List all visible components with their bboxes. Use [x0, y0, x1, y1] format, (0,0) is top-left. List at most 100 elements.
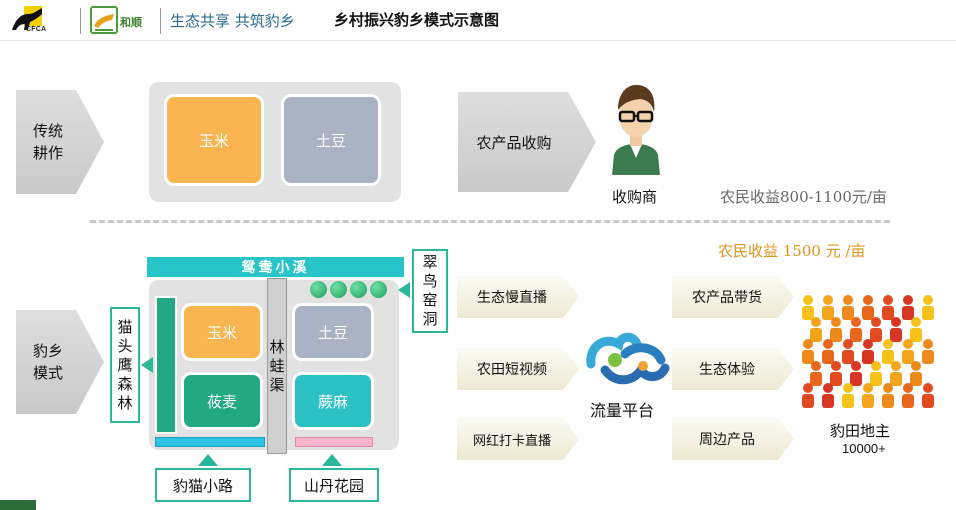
- leopard-logo-icon: [12, 6, 42, 30]
- person-figure: [870, 317, 882, 342]
- crop-tile-potato: 土豆: [281, 94, 381, 186]
- person-figure: [862, 339, 874, 364]
- person-figure: [842, 383, 854, 408]
- person-figure: [802, 383, 814, 408]
- stone-bead: [310, 281, 327, 298]
- cfca-logo-text: CFCA: [26, 26, 47, 33]
- person-figure: [922, 383, 934, 408]
- person-figure: [870, 361, 882, 386]
- person-figure: [882, 295, 894, 320]
- crop-label: 玉米: [198, 131, 229, 150]
- person-figure: [902, 383, 914, 408]
- person-figure: [842, 295, 854, 320]
- crop-label: 莜麦: [206, 392, 237, 411]
- page-title: 乡村振兴豹乡模式示意图: [334, 11, 500, 29]
- stone-bead: [330, 281, 347, 298]
- person-figure: [810, 317, 822, 342]
- person-figure: [810, 361, 822, 386]
- owners-label: 豹田地主: [830, 422, 891, 440]
- owners-count: 10000+: [842, 441, 886, 456]
- traditional-farming-label: 传统 耕作: [32, 122, 63, 162]
- output-arrow-merchandise: 周边产品: [672, 418, 794, 460]
- stream-label: 鸳鸯小溪: [241, 260, 310, 276]
- owl-forest-strip: [155, 296, 177, 434]
- owl-forest-label: 猫 头 鹰 森 林: [110, 307, 140, 423]
- person-figure: [862, 383, 874, 408]
- person-figure: [862, 295, 874, 320]
- garden-pointer-icon: [322, 454, 342, 466]
- platform-label: 流量平台: [590, 401, 655, 420]
- hexun-logo-text: 和顺: [120, 17, 142, 29]
- canal-label: 林 蛙 渠: [269, 337, 285, 394]
- crop-label: 土豆: [317, 323, 348, 342]
- crop-tile-oat: 莜麦: [181, 372, 263, 430]
- person-figure: [850, 361, 862, 386]
- purchase-arrow: 农产品收购: [458, 92, 596, 192]
- footer-accent: [0, 500, 36, 510]
- path-pointer-icon: [198, 454, 218, 466]
- output-arrow-eco-experience: 生态体验: [672, 348, 794, 390]
- stone-bead: [350, 281, 367, 298]
- output-label: 生态体验: [699, 362, 755, 378]
- person-figure: [830, 361, 842, 386]
- cave-pointer-icon: [398, 282, 410, 298]
- crop-label: 土豆: [315, 131, 346, 150]
- leopard-mode-label: 豹乡 模式: [32, 342, 63, 382]
- person-figure: [822, 295, 834, 320]
- header-separator: [80, 8, 81, 34]
- kingfisher-cave-label: 翠 鸟 窑 洞: [412, 249, 448, 333]
- stone-bead: [370, 281, 387, 298]
- lily-garden-label: 山丹花园: [289, 468, 379, 502]
- traditional-farming-arrow: 传统 耕作: [16, 90, 104, 194]
- person-figure: [802, 295, 814, 320]
- person-figure: [822, 339, 834, 364]
- crowd-icon: [798, 290, 940, 410]
- crop-label: 蕨麻: [317, 392, 348, 411]
- channel-arrow-influencer-live: 网红打卡直播: [457, 418, 579, 460]
- purchase-arrow-label: 农产品收购: [476, 133, 552, 152]
- lily-garden-strip: [295, 437, 373, 447]
- frog-canal: 林 蛙 渠: [267, 278, 287, 454]
- hexun-logo-icon: [90, 6, 118, 34]
- section-divider: [90, 220, 890, 223]
- crop-tile-corn: 玉米: [164, 94, 264, 186]
- leopard-mode-arrow: 豹乡 模式: [16, 310, 104, 414]
- leopard-income: 农民收益 1500 元 /亩: [718, 242, 866, 260]
- hexun-logo: 和顺: [90, 6, 154, 36]
- forest-pointer-icon: [141, 357, 153, 373]
- person-figure: [910, 317, 922, 342]
- traditional-income: 农民收益800-1100元/亩: [720, 188, 887, 206]
- output-label: 农产品带货: [692, 290, 762, 306]
- output-arrow-sales: 农产品带货: [672, 276, 794, 318]
- header-separator: [160, 8, 161, 34]
- channel-label: 网红打卡直播: [472, 433, 551, 449]
- person-figure: [822, 383, 834, 408]
- person-figure: [850, 317, 862, 342]
- person-figure: [890, 317, 902, 342]
- channel-label: 生态慢直播: [477, 290, 547, 306]
- mandarin-duck-stream: 鸳鸯小溪: [147, 257, 404, 277]
- channel-arrow-short-video: 农田短视频: [457, 348, 579, 390]
- person-figure: [802, 339, 814, 364]
- leopard-cat-path-label: 豹猫小路: [155, 468, 251, 502]
- crop-tile-corn: 玉米: [181, 303, 263, 361]
- cfca-logo: CFCA: [8, 4, 74, 40]
- header-divider: [0, 40, 956, 41]
- crop-tile-potato: 土豆: [292, 303, 374, 361]
- crop-tile-silverweed: 蕨麻: [292, 372, 374, 430]
- person-figure: [902, 339, 914, 364]
- person-figure: [922, 339, 934, 364]
- person-figure: [902, 295, 914, 320]
- person-figure: [882, 339, 894, 364]
- person-figure: [910, 361, 922, 386]
- channel-label: 农田短视频: [477, 362, 547, 378]
- person-figure: [830, 317, 842, 342]
- crop-label: 玉米: [206, 323, 237, 342]
- output-label: 周边产品: [699, 432, 755, 448]
- person-figure: [882, 383, 894, 408]
- buyer-avatar-icon: [606, 80, 666, 175]
- leopard-cat-path-strip: [155, 437, 265, 447]
- channel-arrow-slow-live: 生态慢直播: [457, 276, 579, 318]
- slogan: 生态共享 共筑豹乡: [170, 12, 295, 30]
- buyer-label: 收购商: [612, 188, 658, 206]
